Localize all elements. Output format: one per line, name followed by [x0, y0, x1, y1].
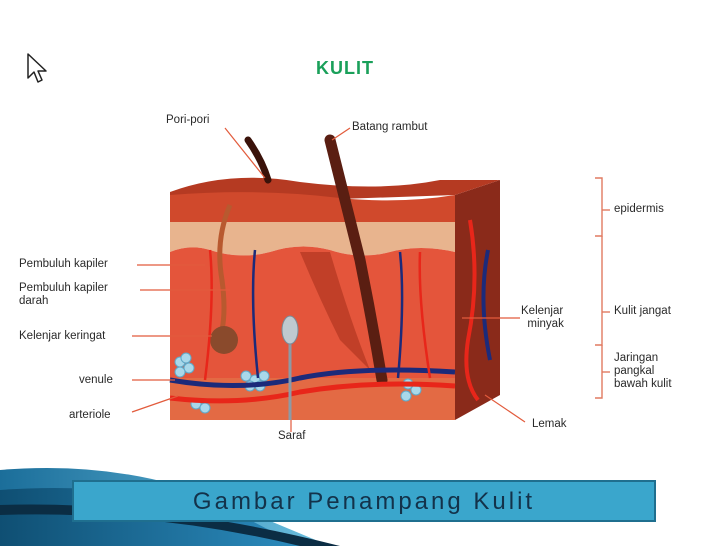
- dermis-layer: [170, 246, 455, 378]
- label-kelenjar-minyak: Kelenjar minyak: [521, 305, 564, 330]
- skin-side-face: [455, 180, 500, 420]
- label-kulit-jangat: Kulit jangat: [614, 305, 671, 317]
- label-batang-rambut: Batang rambut: [352, 121, 428, 133]
- mouse-cursor-icon: [27, 53, 47, 83]
- sweat-gland: [210, 326, 238, 354]
- label-venule: venule: [79, 374, 113, 386]
- label-saraf: Saraf: [278, 430, 306, 442]
- label-pembuluh-kapiler-darah: Pembuluh kapiler darah: [19, 282, 108, 307]
- epidermis-layer: [170, 192, 455, 222]
- caption-box: Gambar Penampang Kulit: [72, 480, 656, 522]
- label-jaringan-pangkal-bawah-kulit: Jaringan pangkal bawah kulit: [614, 352, 672, 390]
- caption-text: Gambar Penampang Kulit: [192, 488, 536, 515]
- arteriole-vessel: [169, 381, 456, 404]
- hair-shaft: [324, 134, 388, 386]
- small-hair: [244, 136, 272, 184]
- subcutaneous-layer: [170, 378, 455, 420]
- label-pori-pori: Pori-pori: [166, 114, 210, 126]
- label-kelenjar-keringat: Kelenjar keringat: [19, 330, 106, 342]
- label-arteriole: arteriole: [69, 409, 111, 421]
- venule-vessel: [169, 367, 456, 388]
- label-epidermis: epidermis: [614, 203, 664, 215]
- label-pembuluh-kapiler: Pembuluh kapiler: [19, 258, 108, 270]
- label-lemak: Lemak: [532, 418, 567, 430]
- layer-brackets: [595, 177, 610, 399]
- slide-title: KULIT: [316, 58, 374, 78]
- papillary-layer: [170, 222, 455, 256]
